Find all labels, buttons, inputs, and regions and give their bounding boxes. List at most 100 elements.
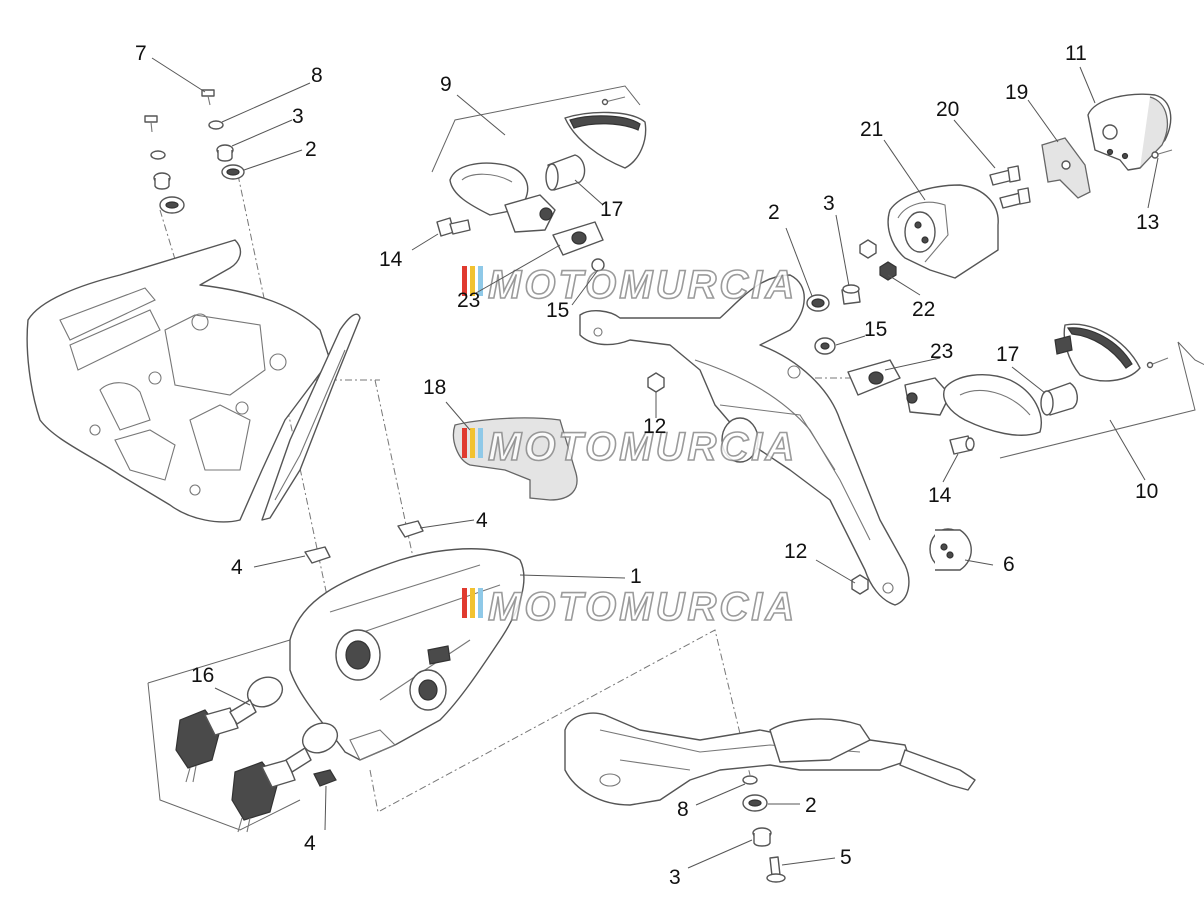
callout-6: 6 bbox=[1003, 553, 1015, 576]
mount-block-right bbox=[847, 359, 901, 396]
reflector bbox=[452, 417, 578, 501]
screw-14-right bbox=[949, 435, 975, 455]
bulb-lower bbox=[285, 722, 339, 773]
callout-4-bottom: 4 bbox=[304, 832, 316, 855]
grommet-2 bbox=[221, 164, 245, 180]
washer-8-bottom bbox=[742, 775, 758, 785]
group-bracket-16-top bbox=[147, 639, 291, 684]
assembly-line-mid bbox=[237, 174, 331, 611]
callout-2-bottom: 2 bbox=[805, 794, 817, 817]
bush-3-bottom bbox=[752, 827, 772, 847]
lens-screw-right bbox=[1146, 357, 1169, 369]
callout-4-middle: 4 bbox=[476, 509, 488, 532]
speed-nut-4c bbox=[313, 769, 337, 787]
bulb-upper bbox=[229, 676, 284, 725]
watermark-text-bottom: MOTOMURCIA bbox=[488, 585, 797, 629]
callout-22: 22 bbox=[912, 298, 935, 321]
group-bracket-10 bbox=[1177, 341, 1204, 366]
callout-17-left: 17 bbox=[600, 198, 623, 221]
callout-14-left: 14 bbox=[379, 248, 403, 271]
bulb-17-right bbox=[1040, 382, 1078, 416]
watermark-bottom: MOTOMURCIA bbox=[462, 584, 797, 630]
watermark-text-middle: MOTOMURCIA bbox=[488, 425, 797, 469]
callout-4-left: 4 bbox=[231, 556, 243, 579]
nut-12-upper bbox=[647, 372, 665, 393]
callout-7: 7 bbox=[135, 42, 147, 65]
rear-fairing bbox=[26, 239, 331, 523]
nut-15-left bbox=[591, 258, 605, 272]
speed-nut-4b bbox=[397, 520, 424, 538]
callout-8-bottom: 8 bbox=[677, 798, 689, 821]
watermark-middle: MOTOMURCIA bbox=[462, 424, 797, 470]
screw-5 bbox=[766, 856, 786, 883]
callout-11: 11 bbox=[1065, 42, 1087, 65]
screw-14-left bbox=[436, 217, 471, 237]
callout-23-left: 23 bbox=[457, 289, 480, 312]
nut-22-upper bbox=[859, 239, 877, 259]
screw-13 bbox=[1151, 149, 1173, 159]
watermark-text-top: MOTOMURCIA bbox=[488, 263, 797, 307]
speed-nut-4a bbox=[304, 546, 331, 564]
washer-8 bbox=[208, 120, 224, 130]
bush-3 bbox=[216, 144, 234, 162]
assembly-line-bottom bbox=[369, 629, 751, 813]
fairing-side-panel bbox=[261, 313, 361, 521]
plate-19 bbox=[1041, 137, 1091, 199]
screw-7 bbox=[201, 89, 215, 106]
callout-15-right: 15 bbox=[864, 318, 887, 341]
callout-3-bottom: 3 bbox=[669, 866, 681, 889]
callout-8-top: 8 bbox=[311, 64, 323, 87]
bulb-holder-upper bbox=[175, 707, 239, 783]
grommet-2-bottom bbox=[742, 794, 768, 812]
turn-signal-lens-right bbox=[1054, 323, 1141, 382]
grommet-2-right bbox=[806, 294, 830, 312]
washer-left bbox=[150, 150, 166, 160]
callout-9: 9 bbox=[440, 73, 452, 96]
callout-1: 1 bbox=[630, 565, 642, 588]
plate-light bbox=[929, 528, 972, 571]
watermark-top: MOTOMURCIA bbox=[462, 262, 797, 308]
callout-3-top: 3 bbox=[292, 105, 304, 128]
callout-12-upper: 12 bbox=[643, 415, 666, 438]
mount-block-left bbox=[552, 221, 604, 256]
license-plate-holder bbox=[579, 274, 910, 606]
group-bracket-9 bbox=[431, 85, 641, 173]
callout-14-right: 14 bbox=[928, 484, 952, 507]
callouts: 7 8 3 2 4 4 4 1 16 9 17 14 15 23 18 12 1… bbox=[135, 42, 1159, 889]
callout-10: 10 bbox=[1135, 480, 1158, 503]
group-bracket-10-lower bbox=[999, 341, 1196, 459]
group-bracket-16 bbox=[147, 682, 301, 831]
callout-16: 16 bbox=[191, 664, 214, 687]
bulb-holder-lower bbox=[231, 759, 296, 833]
callout-19: 19 bbox=[1005, 81, 1028, 104]
callout-3-right: 3 bbox=[823, 192, 835, 215]
callout-2-right: 2 bbox=[768, 201, 780, 224]
nut-22-lower bbox=[879, 261, 897, 281]
leader-lines bbox=[151, 57, 1159, 869]
lens-screw-left bbox=[601, 96, 626, 106]
callout-12-lower: 12 bbox=[784, 540, 807, 563]
callout-15-left: 15 bbox=[546, 299, 569, 322]
bulb-17-left bbox=[545, 154, 586, 191]
callout-20: 20 bbox=[936, 98, 959, 121]
turn-signal-body-left bbox=[449, 162, 556, 233]
washer-15-right bbox=[814, 337, 836, 355]
bush-3-right bbox=[841, 284, 861, 305]
screw-left bbox=[144, 115, 158, 133]
callout-23-right: 23 bbox=[930, 340, 953, 363]
nut-12-lower bbox=[851, 574, 869, 595]
bracket-21 bbox=[887, 184, 999, 279]
grommet-left bbox=[159, 196, 185, 214]
callout-2-top: 2 bbox=[305, 138, 317, 161]
callout-18: 18 bbox=[423, 376, 446, 399]
callout-5: 5 bbox=[840, 846, 852, 869]
screws-20 bbox=[989, 165, 1031, 209]
subframe bbox=[564, 712, 976, 806]
callout-21: 21 bbox=[860, 118, 883, 141]
turn-signal-body-right bbox=[904, 374, 1042, 436]
assembly-line-lamp bbox=[374, 379, 436, 661]
bush-left bbox=[153, 172, 171, 190]
callout-13: 13 bbox=[1136, 211, 1159, 234]
callout-17-right: 17 bbox=[996, 343, 1019, 366]
cover-11 bbox=[1087, 93, 1172, 171]
